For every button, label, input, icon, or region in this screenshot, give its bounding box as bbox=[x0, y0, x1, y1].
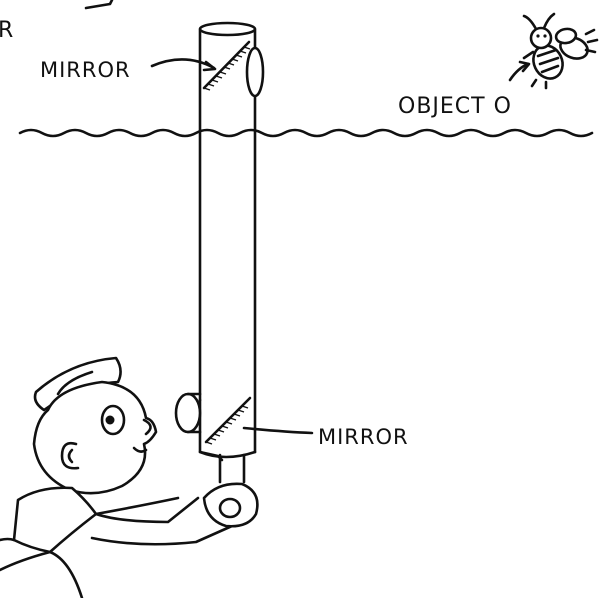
bottom-window bbox=[174, 392, 202, 434]
sailor-figure bbox=[0, 356, 259, 598]
top-clip-box bbox=[84, 0, 114, 10]
bottom-mirror-shape bbox=[204, 396, 252, 445]
object-arrowhead bbox=[518, 60, 531, 73]
object-arrow bbox=[508, 62, 530, 82]
top-mirror-label: MIRROR bbox=[40, 58, 131, 82]
water-surface bbox=[18, 128, 594, 138]
top-mirror-leader bbox=[150, 58, 216, 70]
cut-off-label: R bbox=[0, 18, 15, 43]
object-label: OBJECT O bbox=[398, 94, 512, 119]
bottom-mirror-label: MIRROR bbox=[318, 425, 409, 449]
bottom-window-rim bbox=[186, 392, 202, 434]
top-window bbox=[245, 46, 265, 98]
top-mirror-arrowhead bbox=[202, 60, 217, 72]
bottom-mirror-leader bbox=[242, 426, 314, 435]
top-mirror-shape bbox=[202, 40, 251, 91]
bee-object bbox=[522, 12, 599, 90]
periscope-tube bbox=[198, 21, 257, 484]
